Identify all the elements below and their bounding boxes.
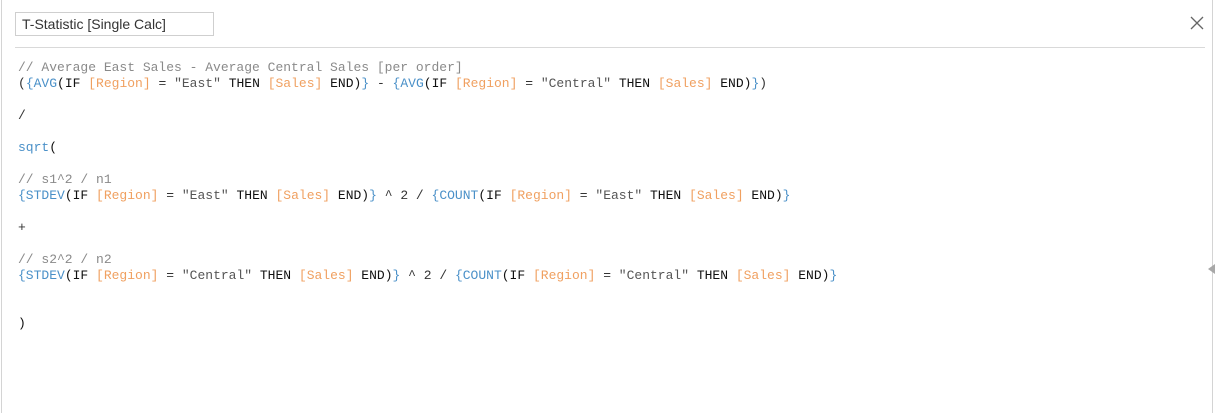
- code-keyword: (IF: [501, 268, 533, 283]
- code-string: "East": [174, 76, 221, 91]
- code-operator: =: [158, 188, 182, 203]
- code-field: [Region]: [88, 76, 151, 91]
- code-keyword: (IF: [423, 76, 455, 91]
- code-line: // s1^2 / n1: [18, 172, 837, 188]
- code-line: +: [18, 220, 837, 236]
- code-function: }: [751, 76, 760, 91]
- code-field: [Region]: [454, 76, 518, 91]
- code-keyword: THEN: [642, 188, 690, 203]
- code-keyword: ): [18, 316, 26, 331]
- code-keyword: END): [743, 188, 783, 203]
- code-operator: ^ 2 /: [400, 268, 455, 283]
- code-operator: =: [571, 188, 596, 203]
- code-line: [18, 156, 837, 172]
- code-keyword: (IF: [64, 188, 97, 203]
- code-comment: // s1^2 / n1: [18, 172, 112, 187]
- code-keyword: END): [712, 76, 752, 91]
- header-divider: [15, 47, 1205, 48]
- code-keyword: THEN: [611, 76, 658, 91]
- code-line: ): [18, 316, 837, 332]
- code-field: [Sales]: [267, 76, 323, 91]
- code-keyword: (: [49, 140, 58, 155]
- code-function: {COUNT: [431, 188, 479, 203]
- code-field: [Sales]: [735, 268, 791, 283]
- code-function: }: [829, 268, 838, 283]
- code-string: "East": [181, 188, 229, 203]
- code-function: }: [392, 268, 401, 283]
- code-field: [Sales]: [657, 76, 713, 91]
- code-line: [18, 236, 837, 252]
- code-string: "Central": [618, 268, 690, 283]
- code-keyword: (IF: [478, 188, 510, 203]
- code-comment: // Average East Sales - Average Central …: [18, 60, 463, 75]
- code-operator: ): [759, 76, 768, 91]
- code-function: sqrt: [18, 140, 50, 155]
- code-field: [Sales]: [298, 268, 354, 283]
- code-string: "East": [595, 188, 643, 203]
- code-line: [18, 300, 837, 316]
- code-keyword: (IF: [64, 268, 97, 283]
- close-icon[interactable]: [1188, 14, 1206, 32]
- code-line: ({AVG(IF [Region] = "East" THEN [Sales] …: [18, 76, 837, 92]
- code-function: }: [361, 76, 370, 91]
- code-operator: /: [18, 108, 26, 123]
- formula-editor[interactable]: // Average East Sales - Average Central …: [18, 60, 837, 332]
- code-line: [18, 284, 837, 300]
- code-function: {STDEV: [18, 268, 65, 283]
- code-function: {AVG: [25, 76, 58, 91]
- code-field: [Sales]: [689, 188, 744, 203]
- code-comment: // s2^2 / n2: [18, 252, 112, 267]
- code-function: }: [369, 188, 377, 203]
- code-keyword: END): [353, 268, 393, 283]
- code-line: [18, 204, 837, 220]
- code-keyword: THEN: [689, 268, 736, 283]
- code-operator: (: [18, 76, 26, 91]
- code-line: {STDEV(IF [Region] = "East" THEN [Sales]…: [18, 188, 837, 204]
- calculation-name-input[interactable]: [15, 12, 214, 36]
- code-string: "Central": [540, 76, 612, 91]
- code-keyword: (IF: [57, 76, 89, 91]
- code-field: [Sales]: [275, 188, 331, 203]
- code-line: sqrt(: [18, 140, 837, 156]
- code-function: {STDEV: [18, 188, 65, 203]
- expand-panel-icon[interactable]: [1208, 264, 1215, 274]
- code-line: [18, 124, 837, 140]
- code-keyword: THEN: [228, 188, 276, 203]
- code-keyword: END): [790, 268, 830, 283]
- code-operator: ^ 2 /: [376, 188, 432, 203]
- code-operator: -: [369, 76, 393, 91]
- code-operator: =: [158, 268, 182, 283]
- code-field: [Region]: [96, 268, 159, 283]
- code-function: }: [782, 188, 791, 203]
- code-line: // s2^2 / n2: [18, 252, 837, 268]
- code-operator: +: [18, 220, 26, 235]
- code-operator: =: [150, 76, 175, 91]
- code-function: {AVG: [392, 76, 424, 91]
- code-keyword: END): [322, 76, 362, 91]
- code-field: [Region]: [509, 188, 572, 203]
- code-line: {STDEV(IF [Region] = "Central" THEN [Sal…: [18, 268, 837, 284]
- code-field: [Region]: [96, 188, 159, 203]
- code-keyword: THEN: [252, 268, 299, 283]
- code-operator: =: [517, 76, 541, 91]
- code-operator: =: [595, 268, 619, 283]
- code-line: [18, 92, 837, 108]
- code-keyword: END): [330, 188, 370, 203]
- code-function: {COUNT: [454, 268, 502, 283]
- code-keyword: THEN: [220, 76, 268, 91]
- code-field: [Region]: [532, 268, 596, 283]
- code-line: // Average East Sales - Average Central …: [18, 60, 837, 76]
- code-line: /: [18, 108, 837, 124]
- code-string: "Central": [181, 268, 253, 283]
